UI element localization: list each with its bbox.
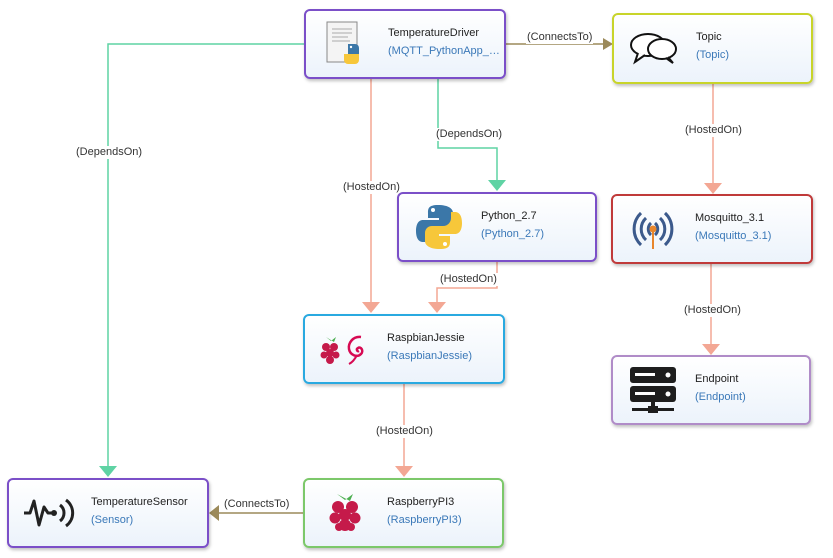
- arrowhead-python-raspbian: [428, 302, 446, 313]
- raspberry-debian-icon: [317, 324, 373, 374]
- node-type-value: Sensor: [94, 514, 130, 526]
- node-name: Python_2.7: [481, 210, 537, 222]
- node-type-value: Topic: [699, 49, 726, 61]
- edge-driver-python[interactable]: [437, 79, 498, 180]
- node-mosquitto[interactable]: Mosquitto_3.1 (Mosquitto_3.1): [611, 194, 813, 264]
- edge-label-mosquitto-endpoint: (HostedOn): [683, 304, 742, 317]
- node-name: Mosquitto_3.1: [695, 212, 765, 224]
- node-name: TemperatureDriver: [388, 27, 480, 39]
- edge-label-raspbian-pi: (HostedOn): [375, 425, 434, 438]
- node-raspberry-pi[interactable]: RaspberryPI3 (RaspberryPI3): [303, 478, 504, 548]
- edge-label-driver-raspbian: (HostedOn): [342, 181, 401, 194]
- arrowhead-topic-mosquitto: [704, 183, 722, 194]
- node-type: (Sensor): [91, 514, 134, 526]
- python-logo-icon: [411, 202, 467, 252]
- edge-label-driver-python: (DependsOn): [435, 128, 504, 141]
- edge-label-driver-sensor: (DependsOn): [75, 146, 144, 159]
- node-temperature-driver[interactable]: TemperatureDriver (MQTT_PythonApp_2...): [304, 9, 506, 79]
- node-type: (Topic): [696, 49, 730, 61]
- sensor-signal-icon: [21, 488, 77, 538]
- edge-label-topic-mosquitto: (HostedOn): [684, 124, 743, 137]
- node-type-value: MQTT_PythonApp_2...: [391, 45, 503, 57]
- edge-label-python-raspbian: (HostedOn): [439, 273, 498, 286]
- node-python[interactable]: Python_2.7 (Python_2.7): [397, 192, 597, 262]
- node-name: TemperatureSensor: [91, 496, 188, 508]
- node-type-value: Mosquitto_3.1: [698, 230, 768, 242]
- node-name: RaspberryPI3: [387, 496, 455, 508]
- arrowhead-driver-raspbian: [362, 302, 380, 313]
- python-script-icon: [318, 19, 374, 69]
- arrowhead-raspbian-pi: [395, 466, 413, 477]
- node-type: (Python_2.7): [481, 228, 544, 240]
- node-name: RaspbianJessie: [387, 332, 465, 344]
- node-temperature-sensor[interactable]: TemperatureSensor (Sensor): [7, 478, 209, 548]
- antenna-icon: [625, 204, 681, 254]
- node-type: (Endpoint): [695, 391, 746, 403]
- node-topic[interactable]: Topic (Topic): [612, 13, 813, 84]
- node-type: (RaspberryPI3): [387, 514, 462, 526]
- chat-bubbles-icon: [626, 24, 682, 74]
- arrowhead-driver-sensor: [99, 466, 117, 477]
- node-type-value: Python_2.7: [484, 228, 541, 240]
- arrowhead-driver-topic: [603, 38, 613, 50]
- arrowhead-mosquitto-endpoint: [702, 344, 720, 355]
- node-name: Topic: [696, 31, 722, 43]
- node-type-value: RaspbianJessie: [390, 350, 469, 362]
- node-raspbian[interactable]: RaspbianJessie (RaspbianJessie): [303, 314, 505, 384]
- edge-label-driver-topic: (ConnectsTo): [526, 31, 594, 44]
- edge-driver-sensor[interactable]: [107, 43, 305, 466]
- node-name: Endpoint: [695, 373, 739, 385]
- edge-label-pi-sensor: (ConnectsTo): [223, 498, 291, 511]
- arrowhead-driver-python: [488, 180, 506, 191]
- arrowhead-pi-sensor: [209, 505, 219, 521]
- node-type-value: Endpoint: [698, 391, 743, 403]
- node-type-value: RaspberryPI3: [390, 514, 458, 526]
- node-type: (RaspbianJessie): [387, 350, 472, 362]
- node-type: (Mosquitto_3.1): [695, 230, 772, 242]
- node-type: (MQTT_PythonApp_2...): [388, 45, 503, 57]
- raspberry-icon: [317, 488, 373, 538]
- server-icon: [625, 365, 681, 415]
- node-endpoint[interactable]: Endpoint (Endpoint): [611, 355, 811, 425]
